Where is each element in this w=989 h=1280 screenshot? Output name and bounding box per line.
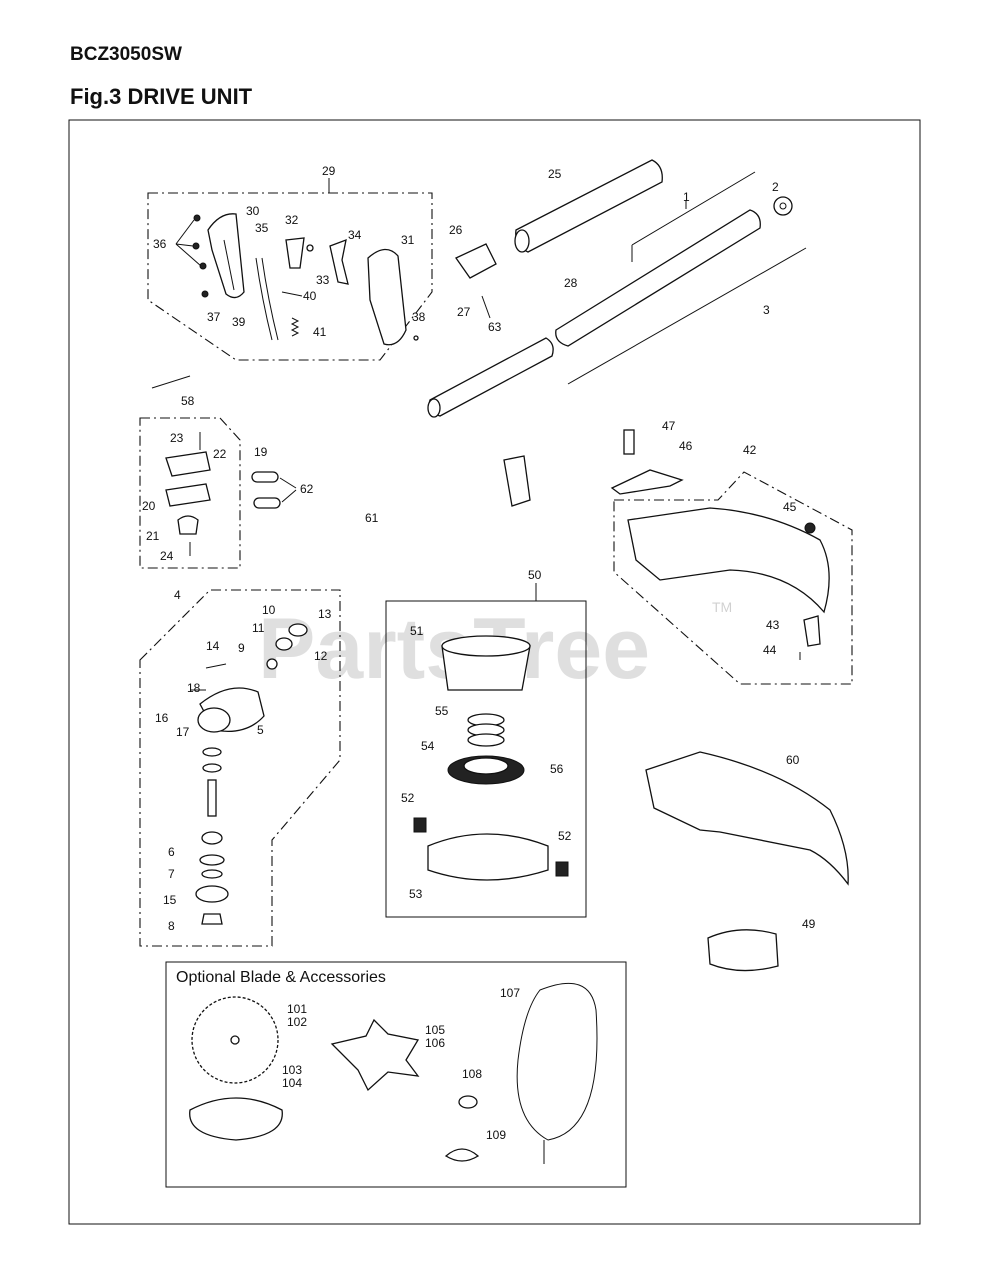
part-label-46: 46 [679,439,693,453]
part-label-26: 26 [449,223,463,237]
part-label-1: 1 [683,190,690,204]
part-label-34: 34 [348,228,362,242]
part-label-28: 28 [564,276,578,290]
part-label-33: 33 [316,273,330,287]
part-label-25: 25 [548,167,562,181]
diagram-frame [68,119,921,1225]
guard-part [627,507,830,614]
part-label-5: 5 [257,723,264,737]
handle-kit-outline [147,192,433,361]
main-pipe-part [555,209,761,347]
part-label-6: 6 [168,845,175,859]
grip-cover-part [367,248,407,346]
part-label-107: 107 [500,986,520,1000]
part-label-24: 24 [160,549,174,563]
part-label-9: 9 [238,641,245,655]
part-label-103: 103 [282,1063,302,1077]
part-label-15: 15 [163,893,177,907]
part-label-52b: 52 [558,829,572,843]
part-label-4: 4 [174,588,181,602]
part-label-20: 20 [142,499,156,513]
figure-title: Fig.3 DRIVE UNIT [70,84,253,109]
part-labels: 2 1 3 4 5 6 7 8 9 10 11 12 13 14 15 16 1… [142,164,816,1142]
part-label-47: 47 [662,419,676,433]
part-label-104: 104 [282,1076,302,1090]
part-label-29: 29 [322,164,336,178]
goggles-part [707,929,779,972]
throttle-grip-part [207,213,245,299]
part-label-61: 61 [365,511,379,525]
part-label-10: 10 [262,603,276,617]
part-label-11: 11 [252,621,265,635]
part-label-58: 58 [181,394,195,408]
loop-handle-grip [503,455,531,507]
gear-head-outline [139,589,341,947]
part-label-17: 17 [176,725,190,739]
guard-variant-part [645,751,849,886]
part-label-19: 19 [254,445,268,459]
part-label-13: 13 [318,607,332,621]
head-base-part [427,833,549,881]
part-label-14: 14 [206,639,220,653]
part-label-43: 43 [766,618,780,632]
part-label-23: 23 [170,431,184,445]
shaft-sleeve-part [515,159,663,253]
part-label-45: 45 [783,500,797,514]
part-label-53: 53 [409,887,423,901]
part-label-108: 108 [462,1067,482,1081]
part-label-30: 30 [246,204,260,218]
part-label-50: 50 [528,568,542,582]
part-label-54: 54 [421,739,435,753]
part-label-52a: 52 [401,791,415,805]
part-label-63: 63 [488,320,502,334]
part-label-62: 62 [300,482,314,496]
part-label-39: 39 [232,315,246,329]
part-label-22: 22 [213,447,227,461]
guard-group-outline [613,471,853,685]
part-label-35: 35 [255,221,269,235]
cross-blade-part [330,1018,420,1092]
part-label-60: 60 [786,753,800,767]
part-label-31: 31 [401,233,415,247]
part-label-36: 36 [153,237,167,251]
part-label-27: 27 [457,305,471,319]
part-label-49: 49 [802,917,816,931]
part-label-101: 101 [287,1002,307,1016]
part-label-3: 3 [763,303,770,317]
part-label-21: 21 [146,529,160,543]
watermark-tm: TM [712,599,732,615]
harness-part [516,982,598,1141]
part-label-102: 102 [287,1015,307,1029]
part-label-37: 37 [207,310,221,324]
accessories-title: Optional Blade & Accessories [176,969,386,986]
part-label-12: 12 [314,649,328,663]
part-label-109: 109 [486,1128,506,1142]
clamp-group-outline [139,417,241,569]
part-label-18: 18 [187,681,201,695]
part-label-106: 106 [425,1036,445,1050]
part-label-41: 41 [313,325,327,339]
part-label-8: 8 [168,919,175,933]
part-label-2: 2 [772,180,779,194]
part-label-56: 56 [550,762,564,776]
part-label-51: 51 [410,624,424,638]
part-label-38: 38 [412,310,426,324]
model-number: BCZ3050SW [70,44,182,65]
part-label-40: 40 [303,289,317,303]
part-label-44: 44 [763,643,777,657]
trimmer-head-box [385,600,587,918]
part-label-16: 16 [155,711,169,725]
part-label-32: 32 [285,213,299,227]
part-label-55: 55 [435,704,449,718]
part-label-105: 105 [425,1023,445,1037]
accessories-box [165,961,627,1188]
four-tooth-blade-part [189,1097,283,1141]
part-label-42: 42 [743,443,757,457]
part-label-7: 7 [168,867,175,881]
